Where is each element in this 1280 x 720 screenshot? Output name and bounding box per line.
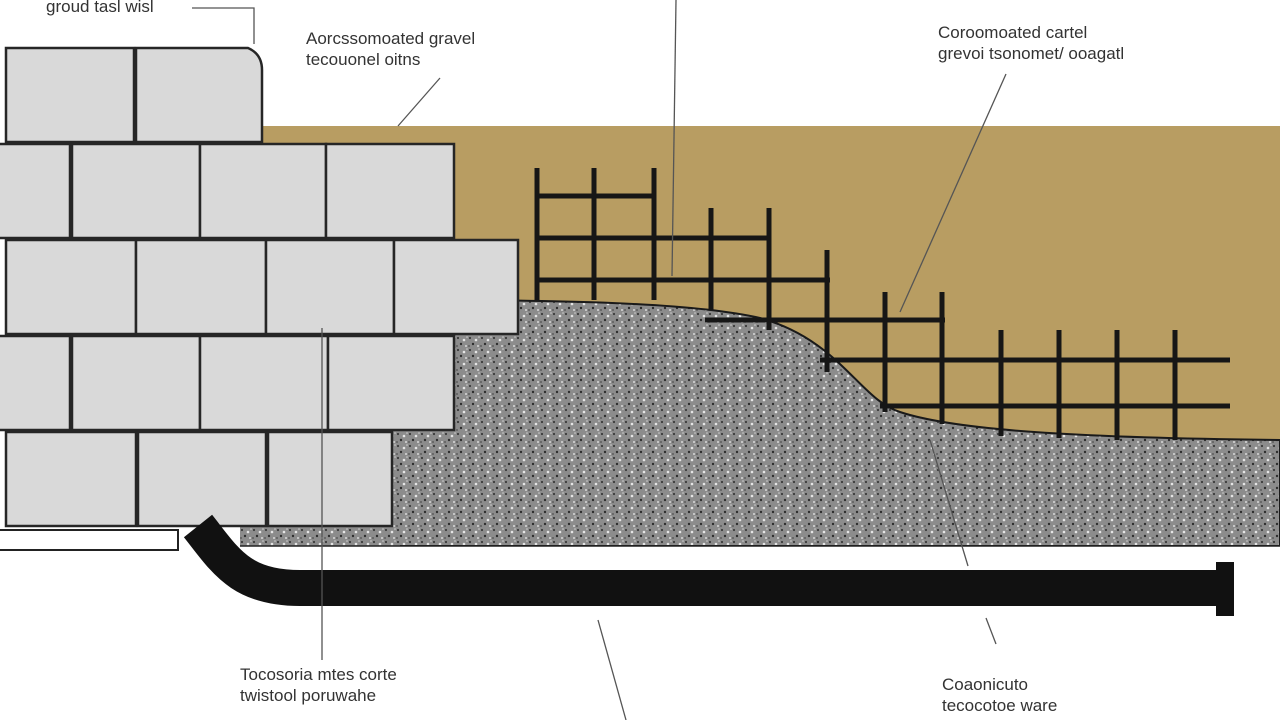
wall-block — [136, 430, 268, 528]
label-line: tecocotoe ware — [942, 696, 1058, 715]
wall-block — [70, 142, 202, 240]
drain-pipe-cap — [1216, 562, 1234, 616]
label-line: grevoi tsonomet/ ooagatl — [938, 44, 1125, 63]
leveling-pad — [0, 529, 179, 551]
wall-block — [70, 334, 202, 432]
gravel-drainage-layer — [379, 298, 1280, 547]
wall-block — [0, 142, 72, 240]
label-line: tecouonel oitns — [306, 50, 421, 69]
label-ground-wall: groud tasl wisl — [46, 0, 154, 17]
label-line: groud tasl wisl — [46, 0, 154, 16]
wall-block — [198, 142, 328, 240]
drain-pipe — [183, 514, 1220, 606]
label-compacted-gravel: Aorcssomoated gravel tecouonel oitns — [306, 28, 475, 70]
wall-block — [4, 238, 138, 336]
label-line: twistool poruwahe — [240, 686, 377, 705]
wall-block — [266, 430, 394, 528]
wall-block — [4, 46, 136, 144]
wall-block — [134, 46, 264, 144]
geogrid-reinforcement — [534, 168, 1230, 440]
block-wall — [0, 46, 520, 528]
wall-block — [4, 430, 138, 528]
label-line: Coaonicuto — [942, 675, 1029, 694]
wall-block — [198, 334, 330, 432]
label-geogrid: Coroomoated cartel grevoi tsonomet/ ooag… — [938, 22, 1124, 64]
wall-block — [326, 334, 456, 432]
label-line: Tocosoria mtes corte — [240, 665, 397, 684]
label-concrete-blocks: Tocosoria mtes corte twistool poruwahe — [240, 664, 397, 706]
wall-block — [0, 334, 72, 432]
wall-block — [392, 238, 520, 336]
wall-block — [264, 238, 396, 336]
wall-block — [324, 142, 456, 240]
wall-block — [134, 238, 268, 336]
label-drain-pipe: Coaonicuto tecocotoe ware — [942, 674, 1057, 716]
label-line: Aorcssomoated gravel — [306, 29, 476, 48]
label-line: Coroomoated cartel — [938, 23, 1088, 42]
leader-lines — [192, 0, 1007, 720]
